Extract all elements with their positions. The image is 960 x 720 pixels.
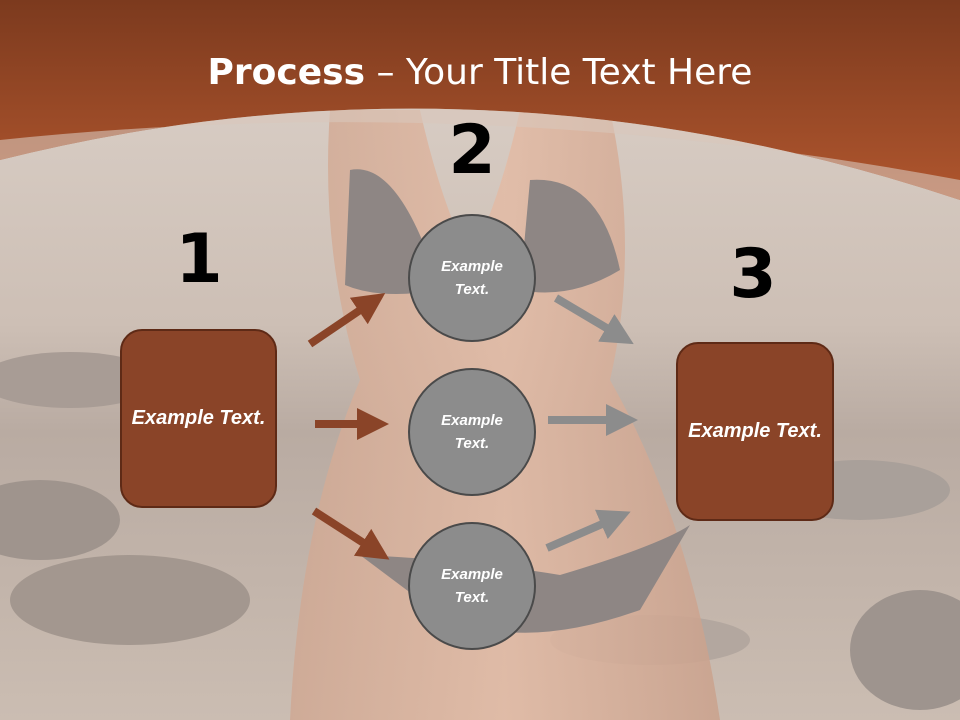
step-number-3: 3 <box>729 235 777 314</box>
title-rest: – Your Title Text Here <box>365 52 753 93</box>
arrow-top-to-right <box>553 294 634 345</box>
right-box-text: Example Text. <box>688 420 822 442</box>
circle-middle-text: Example Text. <box>441 412 503 452</box>
step-number-2: 2 <box>448 111 496 190</box>
title-bold: Process <box>207 52 366 93</box>
left-box: Example Text. <box>120 329 277 508</box>
circle-top-text: Example Text. <box>441 258 503 298</box>
right-box: Example Text. <box>676 342 834 521</box>
left-box-text: Example Text. <box>131 407 266 429</box>
circle-bottom: Example Text. <box>408 522 536 650</box>
arrow-bottom-to-right <box>545 509 631 552</box>
arrow-left-to-top <box>307 293 386 348</box>
slide-title: Process – Your Title Text Here <box>0 52 960 93</box>
circle-middle: Example Text. <box>408 368 536 496</box>
circle-bottom-text: Example Text. <box>441 566 503 606</box>
step-number-1: 1 <box>175 220 223 299</box>
arrow-left-to-bottom <box>311 507 390 560</box>
circle-top: Example Text. <box>408 214 536 342</box>
